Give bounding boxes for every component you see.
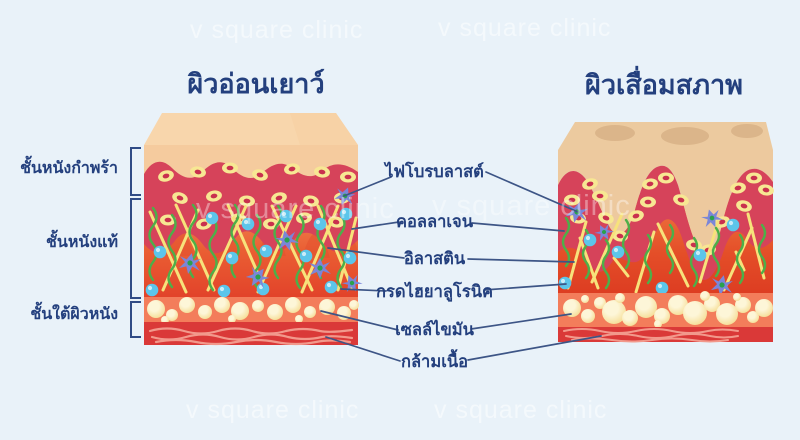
leader-lines	[320, 171, 602, 362]
label-subcutaneous: ชั้นใต้ผิวหนัง	[30, 306, 118, 323]
young-fat-layer	[144, 297, 359, 324]
aged-top-face	[558, 122, 773, 150]
aged-skin-diagram	[558, 122, 775, 343]
wrinkle-dimple	[661, 127, 709, 145]
label-elastin: อิลาสติน	[403, 250, 466, 268]
label-collagen: คอลลาเจน	[395, 213, 474, 231]
layer-brackets	[130, 147, 141, 338]
young-epidermis-band	[144, 161, 358, 254]
young-skin-title: ผิวอ่อนเยาว์	[187, 69, 325, 99]
label-muscle: กล้ามเนื้อ	[400, 353, 469, 371]
label-fat-cells: เซลล์ไขมัน	[395, 321, 474, 339]
subcutaneous-bracket	[130, 301, 141, 338]
aged-fat-layer	[558, 291, 773, 328]
young-skin-diagram	[144, 113, 365, 346]
epidermis-bracket	[130, 147, 141, 196]
label-hyaluronic-acid: กรดไฮยาลูโรนิค	[375, 283, 494, 301]
label-dermis: ชั้นหนังแท้	[46, 234, 118, 251]
young-top-face	[144, 113, 358, 145]
label-epidermis: ชั้นหนังกำพร้า	[20, 160, 118, 177]
young-muscle-layer	[144, 322, 358, 346]
label-fibroblast: ไฟโบรบลาสต์	[385, 163, 484, 181]
aged-muscle-layer	[558, 327, 773, 343]
wrinkle-dimple	[731, 124, 763, 138]
wrinkle-dimple	[595, 125, 635, 141]
aged-epidermis-surface	[558, 150, 773, 257]
dermis-bracket	[130, 198, 141, 299]
aged-skin-title: ผิวเสื่อมสภาพ	[585, 70, 743, 100]
